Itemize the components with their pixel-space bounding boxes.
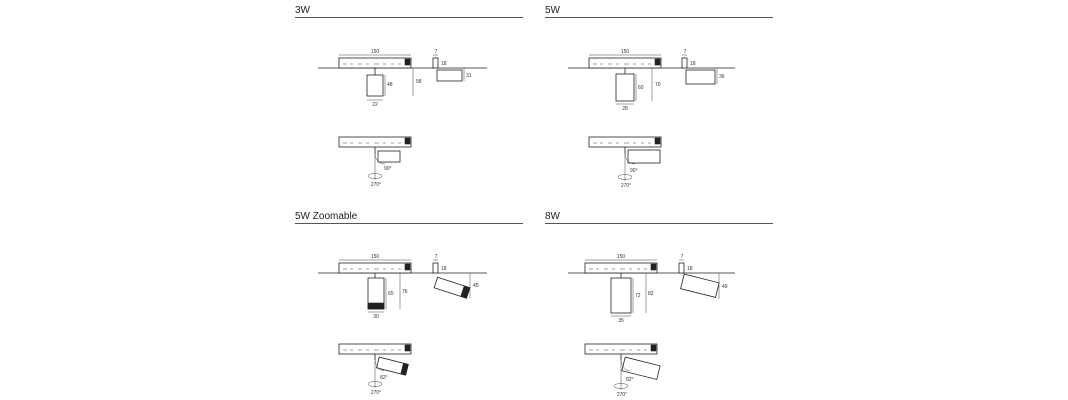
dim-side-height: 18 (441, 266, 447, 272)
drawing-8w: 150 35 72 82 7 18 49 82° 270° (568, 254, 735, 398)
section-divider-8w (545, 223, 773, 224)
dim-height: 65 (388, 291, 394, 297)
dim-side-body: 49 (722, 284, 728, 290)
section-title-3w: 3W (295, 5, 310, 16)
dim-rail-length: 150 (621, 49, 630, 55)
dim-side-width: 7 (435, 49, 438, 55)
dim-total-height: 82 (648, 291, 654, 297)
dim-side-height: 18 (441, 61, 447, 67)
drawing-5w-zoomable: 150 30 65 76 7 18 45 82° 270° (318, 254, 487, 396)
dim-side-body: 31 (466, 73, 472, 79)
dim-rail-length: 150 (371, 254, 380, 260)
dim-height: 72 (635, 293, 641, 299)
dim-total-height: 76 (402, 289, 408, 295)
drawing-3w: 150 22 48 58 7 18 31 90° 270° (318, 49, 487, 188)
section-divider-5w-zoomable (295, 223, 523, 224)
dim-rail-length: 150 (371, 49, 380, 55)
dim-height: 60 (638, 85, 644, 91)
section-divider-5w (545, 17, 773, 18)
dim-width: 28 (622, 106, 628, 112)
dim-side-width: 7 (684, 49, 687, 55)
rotate-angle: 270° (621, 183, 631, 189)
rotate-angle: 270° (371, 182, 381, 188)
dim-width: 22 (372, 102, 378, 108)
section-title-8w: 8W (545, 211, 560, 222)
dim-height: 48 (387, 82, 393, 88)
tilt-angle: 82° (626, 377, 634, 383)
dim-width: 30 (373, 314, 379, 320)
tilt-angle: 90° (384, 166, 392, 172)
dim-side-width: 7 (435, 254, 438, 260)
dim-side-height: 18 (687, 266, 693, 272)
dim-side-body: 36 (719, 74, 725, 80)
dim-total-height: 58 (416, 79, 422, 85)
dim-side-body: 45 (473, 283, 479, 289)
rotate-angle: 270° (617, 392, 627, 398)
dim-width: 35 (618, 318, 624, 324)
drawing-5w: 150 28 60 70 7 18 36 90° 270° (568, 49, 735, 189)
dim-side-width: 7 (681, 254, 684, 260)
tilt-angle: 82° (380, 375, 388, 381)
section-title-5w: 5W (545, 5, 560, 16)
dim-total-height: 70 (655, 82, 661, 88)
dim-side-height: 18 (690, 61, 696, 67)
dim-rail-length: 150 (617, 254, 626, 260)
tilt-angle: 90° (630, 168, 638, 174)
rotate-angle: 270° (371, 390, 381, 396)
section-divider-3w (295, 17, 523, 18)
section-title-5w-zoomable: 5W Zoomable (295, 211, 358, 222)
